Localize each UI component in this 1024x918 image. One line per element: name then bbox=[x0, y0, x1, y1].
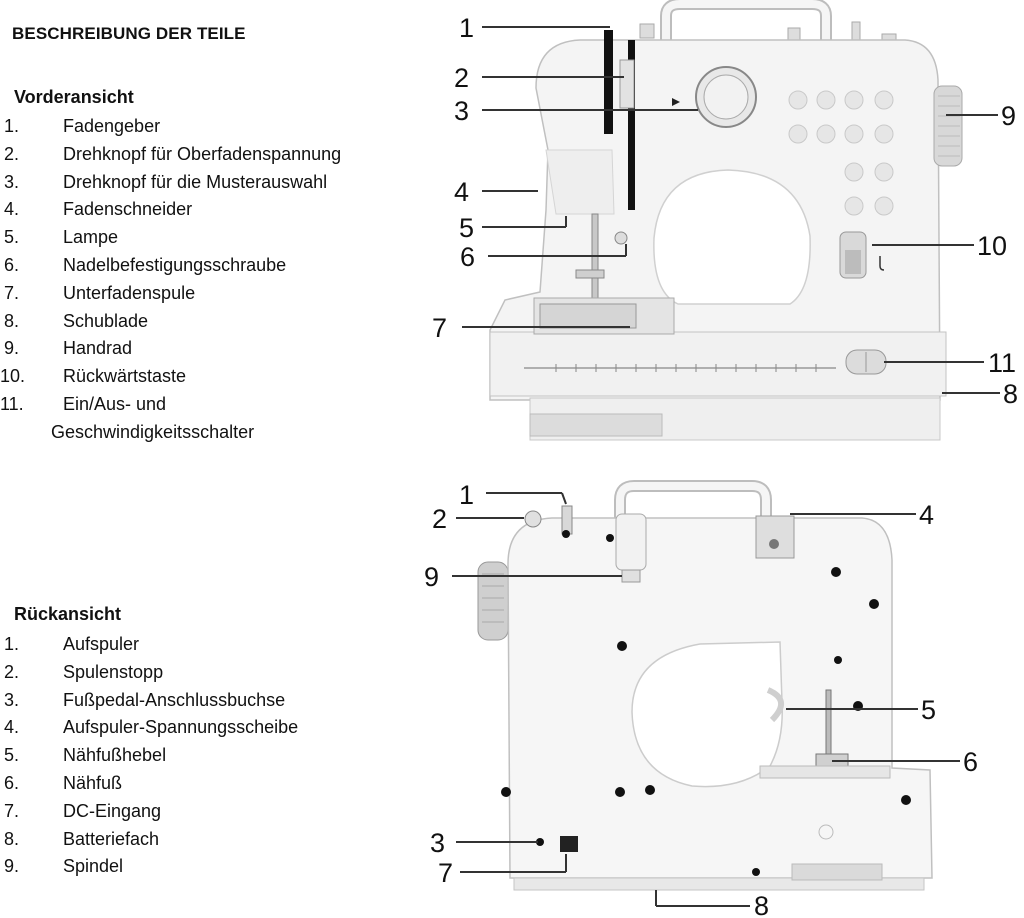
front-view-heading: Vorderansicht bbox=[14, 87, 134, 107]
callout-number: 9 bbox=[1001, 101, 1016, 131]
callout-number: 1 bbox=[459, 480, 474, 510]
callout-number: 4 bbox=[454, 177, 469, 207]
callout-number: 2 bbox=[432, 504, 447, 534]
callout-number: 1 bbox=[459, 13, 474, 43]
callout-number: 10 bbox=[977, 231, 1007, 261]
callout-number: 5 bbox=[921, 695, 936, 725]
callout-number: 4 bbox=[919, 500, 934, 530]
callout-number: 11 bbox=[988, 348, 1016, 378]
callout-number: 9 bbox=[424, 562, 439, 592]
front-machine-illustration bbox=[489, 0, 963, 441]
front-callout-lines bbox=[462, 26, 1000, 394]
callout-number: 7 bbox=[432, 313, 447, 343]
callout-number: 8 bbox=[1003, 379, 1018, 409]
callout-number: 3 bbox=[454, 96, 469, 126]
callout-number: 5 bbox=[459, 213, 474, 243]
callout-number: 3 bbox=[430, 828, 445, 858]
callout-number: 2 bbox=[454, 63, 469, 93]
front-callout-numbers: 1 2 3 4 5 6 7 8 9 10 11 bbox=[432, 13, 1018, 409]
callout-number: 7 bbox=[438, 858, 453, 888]
back-callout-numbers: 1 2 3 4 5 6 7 8 9 bbox=[424, 480, 978, 918]
callout-number: 6 bbox=[460, 242, 475, 272]
back-machine-illustration bbox=[477, 480, 933, 891]
page-title: BESCHREIBUNG DER TEILE bbox=[12, 24, 246, 43]
back-callout-lines bbox=[452, 492, 960, 907]
callout-number: 6 bbox=[963, 747, 978, 777]
callout-number: 8 bbox=[754, 891, 769, 918]
back-view-heading: Rückansicht bbox=[14, 604, 122, 624]
